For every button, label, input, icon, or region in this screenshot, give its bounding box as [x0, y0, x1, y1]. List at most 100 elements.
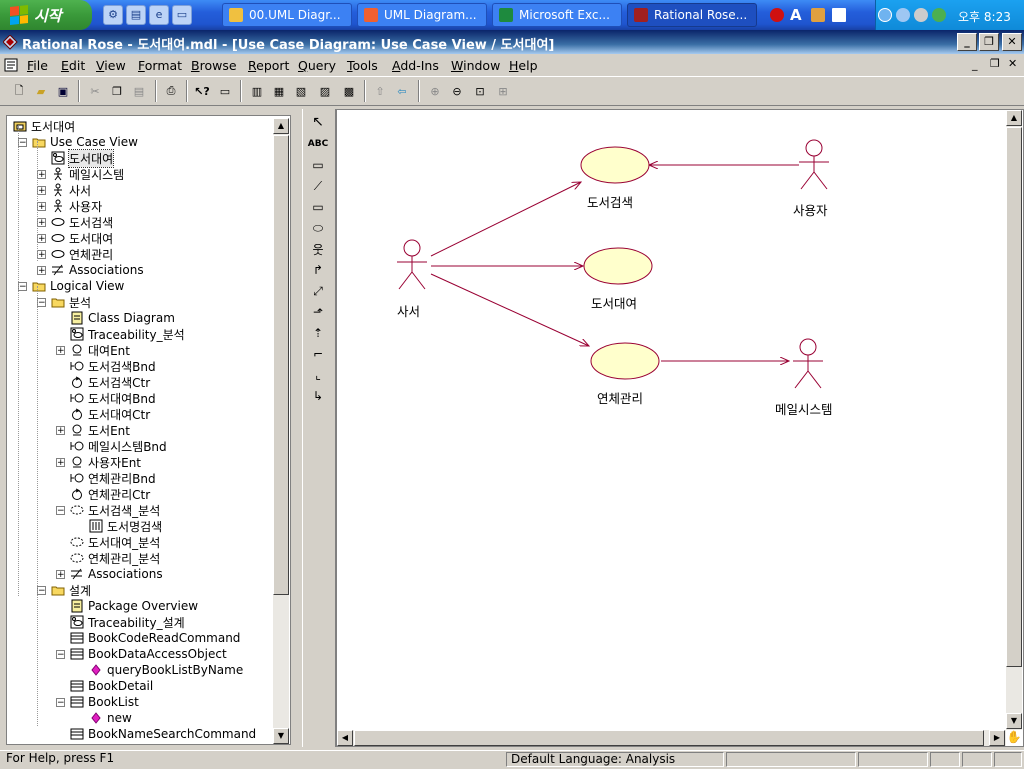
ime-mode-icon[interactable]: A — [790, 6, 802, 24]
text-tool-icon[interactable]: ABC — [307, 139, 329, 149]
tree-item[interactable]: BookDataAccessObject — [70, 646, 227, 662]
tree-item[interactable]: 도서Ent — [70, 422, 130, 438]
tree-item[interactable]: 도서검색Bnd — [70, 358, 156, 374]
cut-icon[interactable]: ✂ — [90, 84, 100, 98]
tree-collapse-toggle[interactable]: − — [37, 586, 46, 596]
tree-item[interactable]: 도서명검색 — [89, 518, 162, 534]
tree-item[interactable]: 대여Ent — [70, 342, 130, 358]
tree-expand-toggle[interactable]: + — [37, 218, 46, 228]
browse-parent-icon[interactable]: ⇧ — [375, 84, 385, 98]
task-button-rational-rose[interactable]: Rational Rose... — [627, 3, 757, 27]
keyboard-icon[interactable] — [832, 8, 846, 22]
tree-collapse-toggle[interactable]: − — [18, 282, 27, 292]
note-tool-icon[interactable]: ▭ — [312, 158, 324, 172]
usecase-search[interactable] — [580, 146, 650, 184]
tree-item[interactable]: 도서검색Ctr — [70, 374, 150, 390]
tree-collapse-toggle[interactable]: − — [56, 506, 65, 516]
tree-item[interactable]: BookCodeReadCommand — [70, 630, 240, 646]
diagram-vertical-scrollbar[interactable]: ▲ ▼ — [1006, 110, 1022, 730]
diagram-scroll-right-button[interactable]: ▶ — [989, 730, 1005, 746]
new-file-icon[interactable]: 🗋 — [14, 83, 24, 97]
tree-item[interactable]: queryBookListByName — [89, 662, 243, 678]
tree-item[interactable]: 연체관리_분석 — [70, 550, 160, 566]
tree-item[interactable]: 도서대여 — [13, 118, 75, 134]
tree-item[interactable]: 분석 — [51, 294, 91, 310]
browse-component-diagram-icon[interactable]: ▧ — [295, 84, 307, 98]
use-case-tool-icon[interactable]: ⬭ — [312, 220, 324, 235]
copy-icon[interactable]: ❐ — [112, 84, 122, 98]
tree-item[interactable]: 도서대여Bnd — [70, 390, 156, 406]
association-librarian-overdue[interactable] — [430, 273, 589, 346]
ime-tool-icon[interactable] — [811, 8, 825, 22]
unidirectional-association-tool-icon[interactable]: ↱ — [312, 263, 324, 277]
quicklaunch-document-icon[interactable]: ▤ — [126, 5, 146, 25]
minimize-button[interactable]: _ — [957, 33, 977, 51]
usecase-overdue[interactable] — [590, 342, 660, 380]
tree-item[interactable]: 도서대여 — [51, 230, 113, 246]
actor-tool-icon[interactable]: 웃 — [312, 242, 324, 257]
scroll-down-button[interactable]: ▼ — [273, 728, 289, 744]
diagram-vscroll-thumb[interactable] — [1006, 127, 1022, 667]
tree-item[interactable]: 연체관리Bnd — [70, 470, 156, 486]
tree-expand-toggle[interactable]: + — [37, 234, 46, 244]
browse-statechart-icon[interactable]: ▨ — [319, 84, 331, 98]
mdi-minimize-button[interactable]: _ — [972, 58, 978, 71]
undo-fit-icon[interactable]: ⊞ — [498, 84, 508, 98]
language-bar-icon[interactable] — [770, 8, 784, 22]
mdi-close-button[interactable]: ✕ — [1008, 57, 1018, 70]
actor-mail-system[interactable] — [793, 338, 823, 389]
dependency-tool-icon[interactable]: ⤢ — [313, 283, 323, 298]
tree-item[interactable]: 도서대여 — [51, 148, 115, 168]
document-menu-icon[interactable] — [4, 58, 18, 72]
tree-item[interactable]: Class Diagram — [70, 310, 175, 326]
tree-item[interactable]: Traceability_설계 — [70, 614, 185, 630]
restore-button[interactable]: ❐ — [979, 33, 999, 51]
menu-add-ins[interactable]: Add-Ins — [392, 58, 439, 73]
browser-vertical-scrollbar[interactable]: ▲ ▼ — [273, 118, 289, 744]
diagram-scroll-down-button[interactable]: ▼ — [1006, 713, 1022, 729]
zoom-in-icon[interactable]: ⊕ — [430, 84, 440, 98]
tree-item[interactable]: new — [89, 710, 132, 726]
tree-expand-toggle[interactable]: + — [37, 186, 46, 196]
menu-query[interactable]: Query — [298, 58, 336, 73]
tree-collapse-toggle[interactable]: − — [56, 698, 65, 708]
tree-item[interactable]: 연체관리Ctr — [70, 486, 150, 502]
generalization-tool-icon[interactable]: ⬏ — [312, 305, 324, 319]
tree-item[interactable]: 도서대여Ctr — [70, 406, 150, 422]
aggregation-tool-icon[interactable]: ⌞ — [315, 368, 321, 382]
print-icon[interactable]: ⎙ — [166, 84, 176, 97]
menu-view[interactable]: View — [96, 58, 126, 73]
tree-item[interactable]: Logical View — [32, 278, 124, 294]
package-tool-icon[interactable]: ▭ — [312, 200, 324, 214]
association-librarian-search[interactable] — [430, 182, 581, 257]
tree-item[interactable]: 도서검색 — [51, 214, 113, 230]
menu-edit[interactable]: Edit — [61, 58, 86, 73]
tree-expand-toggle[interactable]: + — [56, 426, 65, 436]
paste-icon[interactable]: ▤ — [133, 84, 145, 98]
fit-in-window-icon[interactable]: ⊡ — [475, 84, 485, 98]
association-tool-icon[interactable]: ⌐ — [312, 347, 324, 361]
tree-item[interactable]: 메일시스템Bnd — [70, 438, 167, 454]
save-icon[interactable]: ▣ — [57, 84, 69, 98]
task-button-excel[interactable]: Microsoft Exc... — [492, 3, 622, 27]
browse-class-diagram-icon[interactable]: ▥ — [251, 84, 263, 98]
tree-item[interactable]: 도서대여_분석 — [70, 534, 160, 550]
tree-item[interactable]: Package Overview — [70, 598, 198, 614]
tree-expand-toggle[interactable]: + — [37, 250, 46, 260]
browse-interaction-diagram-icon[interactable]: ▦ — [273, 84, 285, 98]
tree-collapse-toggle[interactable]: − — [18, 138, 27, 148]
tree-item[interactable]: 연체관리 — [51, 246, 113, 262]
tray-collapse-icon[interactable] — [878, 8, 892, 22]
menu-browse[interactable]: Browse — [191, 58, 237, 73]
scroll-thumb[interactable] — [273, 135, 289, 595]
tree-collapse-toggle[interactable]: − — [37, 298, 46, 308]
diagram-scroll-up-button[interactable]: ▲ — [1006, 110, 1022, 126]
quicklaunch-ie-icon[interactable]: e — [149, 5, 169, 25]
tree-item[interactable]: BookDetail — [70, 678, 153, 694]
tree-collapse-toggle[interactable]: − — [56, 650, 65, 660]
tray-app-icon[interactable] — [932, 8, 946, 22]
diagram-hscroll-thumb[interactable] — [354, 730, 984, 746]
selection-tool-icon[interactable]: ↖ — [312, 114, 324, 130]
quicklaunch-settings-icon[interactable]: ⚙ — [103, 5, 123, 25]
